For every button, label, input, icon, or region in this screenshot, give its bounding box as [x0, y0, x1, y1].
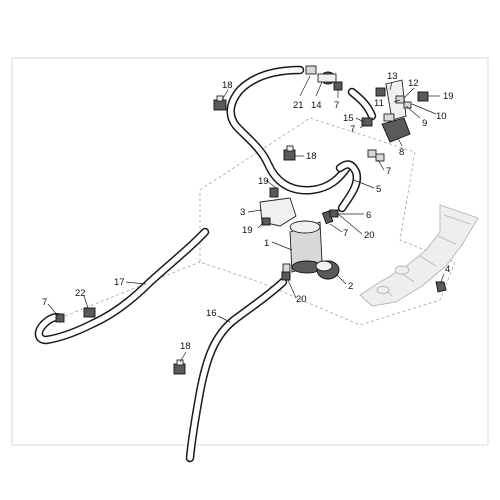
cap-2 — [315, 260, 340, 280]
leader-lines — [47, 75, 445, 363]
callout-15: 15 — [343, 113, 354, 124]
hose-17 — [34, 227, 210, 345]
callout-7-mid: 7 — [350, 124, 355, 135]
callout-19-top: 19 — [443, 91, 454, 102]
valve-14 — [305, 65, 337, 85]
callout-18-top: 18 — [222, 80, 233, 91]
callout-11: 11 — [374, 98, 384, 109]
short-hose-upper — [347, 87, 377, 121]
callout-7-canister: 7 — [343, 228, 348, 239]
callout-17: 17 — [114, 277, 125, 288]
callout-18-bottom: 18 — [180, 341, 191, 352]
callout-21: 21 — [293, 100, 304, 111]
clip-18-top — [213, 95, 227, 111]
bracket-3 — [259, 187, 297, 227]
callout-19-upper: 19 — [258, 176, 269, 187]
callout-6: 6 — [366, 210, 371, 221]
canister-1 — [282, 210, 334, 277]
callout-9: 9 — [422, 118, 427, 129]
clip-15 — [361, 117, 373, 127]
diagram-border — [11, 57, 489, 446]
bracket-12-13 — [375, 79, 429, 121]
clamp-20 — [281, 271, 291, 281]
callout-10: 10 — [436, 111, 447, 122]
callout-3: 3 — [240, 207, 245, 218]
fastener-6 — [329, 209, 339, 218]
clip-22 — [83, 307, 96, 318]
clip-7-top — [333, 81, 343, 91]
callout-22: 22 — [75, 288, 86, 299]
callout-12: 12 — [408, 78, 419, 89]
callout-4: 4 — [445, 264, 450, 275]
callout-20-lower: 20 — [296, 294, 307, 305]
hose-5 — [335, 160, 362, 213]
callout-14: 14 — [311, 100, 322, 111]
callout-20-upper: 20 — [364, 230, 375, 241]
clip-7-left — [55, 313, 65, 323]
callout-18-middle: 18 — [306, 151, 317, 162]
clip-18-middle — [283, 145, 296, 161]
clip-7-pair — [367, 149, 385, 162]
clip-18-bottom — [173, 359, 186, 375]
callout-19-lower: 19 — [242, 225, 253, 236]
bolt-4 — [435, 281, 447, 293]
callout-7-left: 7 — [42, 297, 47, 308]
callout-5: 5 — [376, 184, 381, 195]
callout-1: 1 — [264, 238, 269, 249]
callout-labels: 18 21 14 7 13 12 19 11 9 10 15 7 8 18 7 … — [42, 71, 454, 352]
callout-7-right: 7 — [386, 166, 391, 177]
callout-7-top: 7 — [334, 100, 339, 111]
callout-13: 13 — [387, 71, 398, 82]
frame-section — [359, 204, 479, 307]
valve-8 — [381, 113, 411, 143]
callout-16: 16 — [206, 308, 217, 319]
hose-upper-loop — [226, 65, 353, 195]
hose-16 — [185, 277, 288, 463]
callout-2: 2 — [348, 281, 353, 292]
callout-8: 8 — [399, 147, 404, 158]
